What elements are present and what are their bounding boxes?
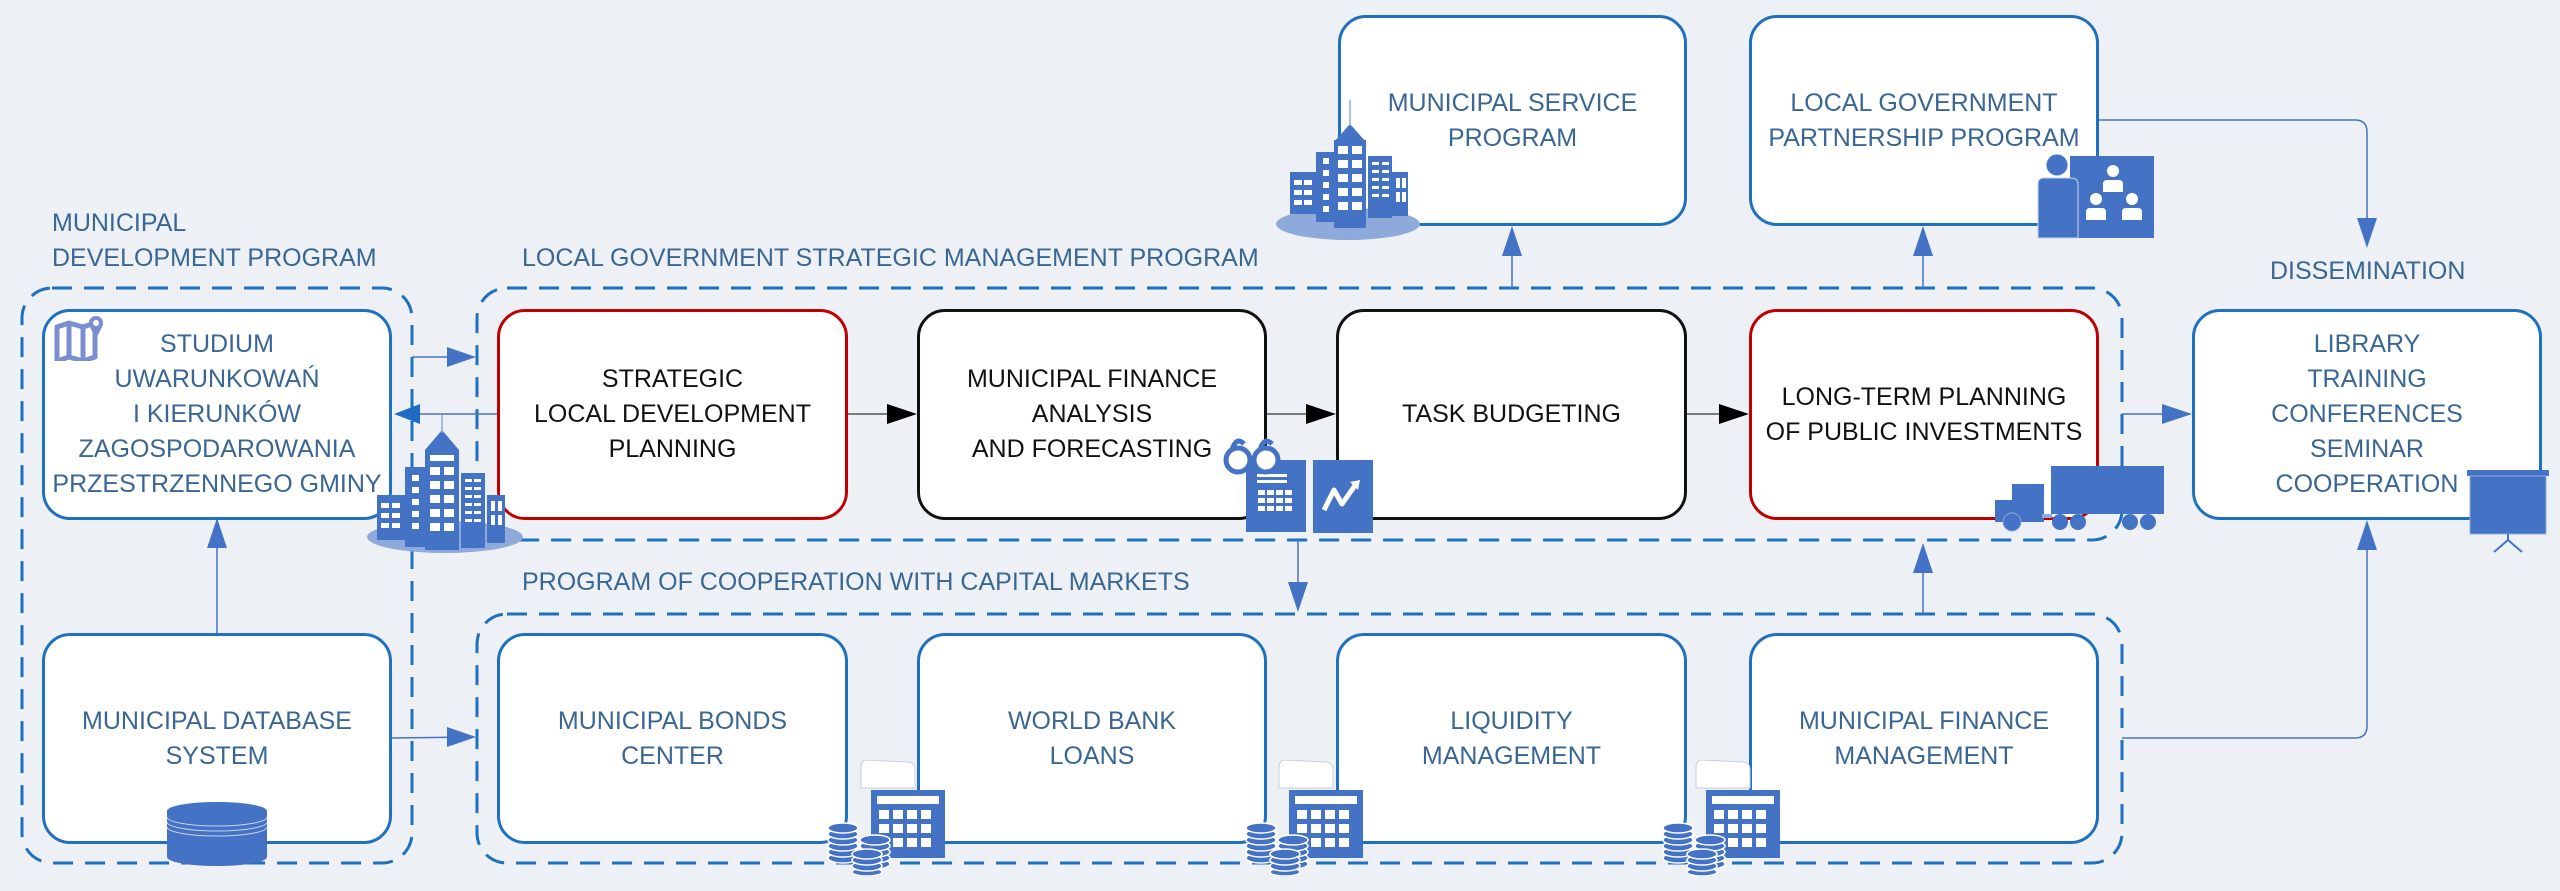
box-text: ZAGOSPODAROWANIA — [78, 435, 356, 463]
truck-icon — [1995, 466, 2164, 532]
box-text: STUDIUM — [160, 330, 274, 358]
group-title-dissemination: DISSEMINATION — [2270, 257, 2466, 285]
box-studium[interactable]: STUDIUM UWARUNKOWAŃ I KIERUNKÓW ZAGOSPOD… — [42, 309, 392, 520]
coins-calculator-icon — [827, 760, 945, 876]
box-liquidity[interactable]: LIQUIDITY MANAGEMENT — [1336, 633, 1687, 844]
arrowhead — [2357, 520, 2377, 550]
box-text: I KIERUNKÓW — [132, 400, 302, 428]
box-text: LIBRARY — [2313, 330, 2421, 358]
arrowhead — [1719, 404, 1749, 424]
presenter-audience-icon — [2037, 154, 2154, 239]
box-finance-management[interactable]: MUNICIPAL FINANCE MANAGEMENT — [1749, 633, 2099, 844]
city-buildings-icon — [1276, 100, 1420, 240]
box-text: LOCAL GOVERNMENT — [1790, 88, 2058, 117]
box-text: MUNICIPAL SERVICE — [1387, 88, 1638, 117]
arrowhead — [1306, 404, 1336, 424]
box-text: PLANNING — [608, 435, 737, 463]
arrowhead — [1913, 226, 1933, 256]
box-text: LONG-TERM PLANNING — [1781, 382, 2067, 411]
box-text: MUNICIPAL FINANCE — [1798, 706, 2050, 735]
box-text: PROGRAM — [1447, 123, 1578, 152]
connector-capital-library — [2122, 525, 2368, 739]
group-title-municipal-development: MUNICIPAL DEVELOPMENT PROGRAM — [52, 206, 377, 276]
arrowhead — [887, 404, 917, 424]
arrowhead — [1913, 543, 1933, 573]
box-bonds-center[interactable]: MUNICIPAL BONDS CENTER — [497, 633, 848, 844]
arrowhead — [2162, 404, 2192, 424]
binoculars-calculator-chart-icon — [1223, 438, 1373, 533]
box-text: LOANS — [1049, 741, 1135, 770]
group-title-line: MUNICIPAL — [52, 209, 187, 237]
box-text: MUNICIPAL DATABASE — [82, 706, 352, 735]
group-title-capital-markets: PROGRAM OF COOPERATION WITH CAPITAL MARK… — [522, 568, 1190, 596]
box-text: MANAGEMENT — [1834, 741, 2014, 770]
coins-calculator-icon — [1662, 760, 1780, 876]
box-finance-analysis[interactable]: MUNICIPAL FINANCE ANALYSIS AND FORECASTI… — [917, 309, 1267, 520]
group-title-strategic-management: LOCAL GOVERNMENT STRATEGIC MANAGEMENT PR… — [522, 244, 1259, 272]
arrowhead — [207, 518, 227, 548]
box-text: PRZESTRZENNEGO GMINY — [52, 470, 382, 498]
box-text: SEMINAR — [2310, 435, 2424, 463]
arrowhead — [1502, 226, 1522, 256]
connector-partnership-dissemination — [2098, 119, 2368, 245]
box-text: PARTNERSHIP PROGRAM — [1768, 123, 2080, 152]
box-text: COOPERATION — [2275, 470, 2459, 498]
box-text: WORLD BANK — [1007, 706, 1177, 735]
arrowhead — [2357, 218, 2377, 248]
box-text: OF PUBLIC INVESTMENTS — [1765, 417, 2083, 446]
box-text: UWARUNKOWAŃ — [114, 365, 320, 393]
box-text: MUNICIPAL FINANCE — [966, 365, 1218, 393]
arrowhead — [1288, 582, 1308, 612]
box-text: MUNICIPAL BONDS — [557, 706, 788, 735]
box-text: CONFERENCES — [2271, 400, 2463, 428]
coins-calculator-icon — [1245, 760, 1363, 876]
box-world-bank[interactable]: WORLD BANK LOANS — [917, 633, 1267, 844]
box-text: AND FORECASTING — [971, 435, 1213, 463]
box-text: STRATEGIC — [601, 365, 744, 393]
box-text: ANALYSIS — [1031, 400, 1153, 428]
box-text: MANAGEMENT — [1421, 741, 1602, 770]
map-pin-icon — [54, 316, 103, 361]
database-icon — [166, 802, 268, 866]
box-text: SYSTEM — [165, 741, 269, 770]
arrowhead — [394, 404, 420, 424]
box-strategic-planning[interactable]: STRATEGIC LOCAL DEVELOPMENT PLANNING — [497, 309, 848, 520]
group-title-line: DEVELOPMENT PROGRAM — [52, 244, 377, 272]
box-text: LIQUIDITY — [1450, 706, 1573, 735]
box-text: LOCAL DEVELOPMENT — [534, 400, 811, 428]
city-buildings-icon — [367, 415, 523, 553]
arrowhead — [447, 347, 476, 367]
box-task-budgeting[interactable]: TASK BUDGETING — [1336, 309, 1687, 520]
projector-screen-icon — [2467, 470, 2549, 553]
box-text: CENTER — [621, 741, 724, 770]
box-text: TASK BUDGETING — [1401, 400, 1621, 428]
arrowhead — [447, 727, 476, 747]
box-text: TRAINING — [2307, 365, 2427, 393]
